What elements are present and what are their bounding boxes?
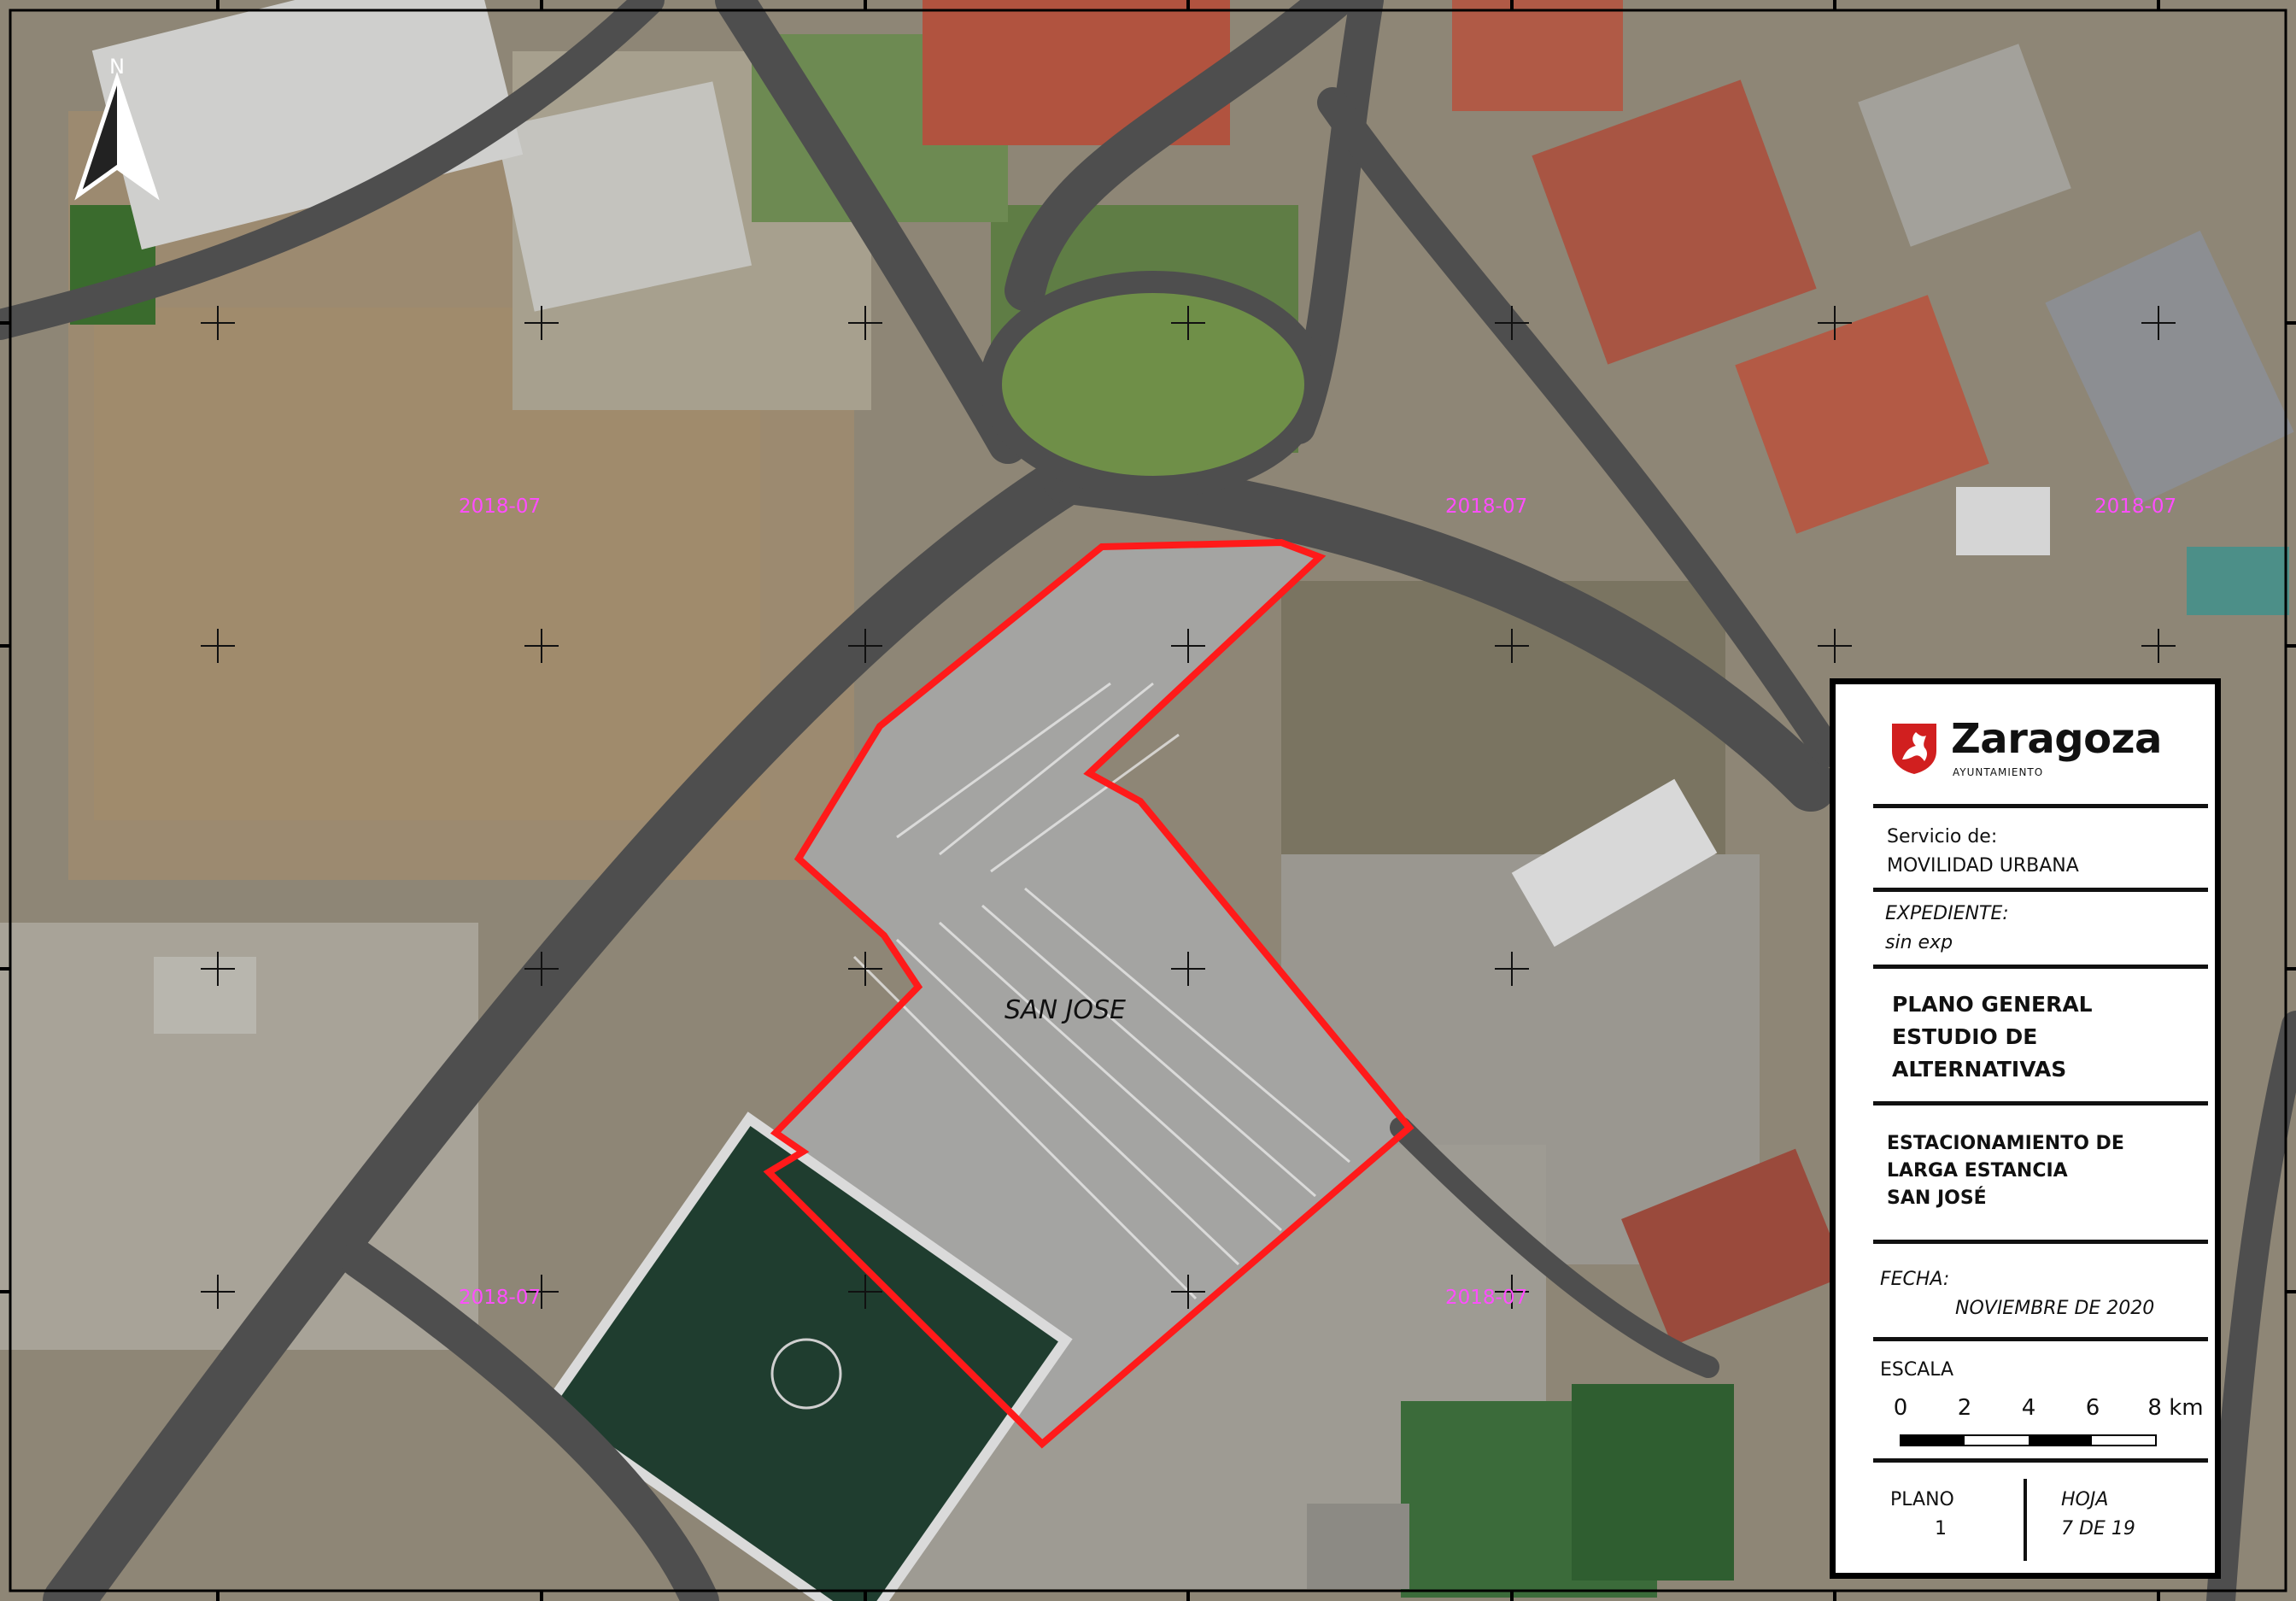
expediente-label: EXPEDIENTE: — [1885, 903, 2009, 924]
building-ne-1 — [1452, 0, 1623, 111]
plano-value: 1 — [1935, 1518, 1947, 1539]
escala-label: ESCALA — [1880, 1359, 1954, 1381]
north-arrow-icon: N — [74, 55, 160, 201]
title-block: Zaragoza AYUNTAMIENTO Servicio de: MOVIL… — [1830, 678, 2221, 1579]
crop-field-2 — [1572, 1384, 1734, 1580]
north-letter: N — [109, 55, 125, 79]
separator — [1873, 888, 2208, 892]
map-frame — [9, 9, 2287, 1592]
fecha-value: NOVIEMBRE DE 2020 — [1955, 1298, 2155, 1319]
building-ne-4 — [1858, 44, 2071, 247]
grid-crosses — [201, 306, 2176, 1309]
subject-line: LARGA ESTANCIA — [1887, 1160, 2068, 1182]
subject-line: ESTACIONAMIENTO DE — [1887, 1133, 2124, 1154]
building-e-teal — [2187, 547, 2289, 615]
hoja-value: 7 DE 19 — [2061, 1518, 2135, 1539]
building-ne-3 — [1735, 295, 1989, 534]
small-building-s — [1307, 1504, 1409, 1589]
plano-label: PLANO — [1890, 1489, 1954, 1510]
sports-courts — [495, 81, 753, 312]
scale-tick-label: 0 — [1893, 1395, 1908, 1421]
logo-wordmark: Zaragoza — [1951, 715, 2162, 763]
parking-stall-lines — [852, 682, 1350, 1300]
scale-bar — [1900, 1434, 2157, 1446]
scale-tick-label: 6 — [2085, 1395, 2100, 1421]
separator — [1873, 1458, 2208, 1463]
plan-title-line: ESTUDIO DE — [1892, 1024, 2038, 1049]
building-e-white — [1956, 487, 2050, 555]
scale-tick-label: 8 km — [2147, 1395, 2204, 1421]
scale-tick-label: 2 — [1957, 1395, 1972, 1421]
service-station — [1511, 778, 1718, 947]
scale-tick-label: 4 — [2021, 1395, 2036, 1421]
place-label-san-jose: SAN JOSE — [1004, 995, 1126, 1025]
plan-title-line: PLANO GENERAL — [1892, 992, 2093, 1017]
plan-title-line: ALTERNATIVAS — [1892, 1057, 2067, 1082]
parking-lot-surface — [769, 542, 1409, 1444]
imagery-date-stamp: 2018-07 — [2094, 496, 2176, 518]
imagery-date-stamp: 2018-07 — [1445, 496, 1527, 518]
separator — [1873, 1337, 2208, 1341]
football-pitch — [540, 1111, 1073, 1601]
separator — [1873, 804, 2208, 808]
separator — [1873, 1240, 2208, 1244]
imagery-date-stamp: 2018-07 — [459, 1287, 541, 1309]
expediente-value: sin exp — [1885, 932, 1953, 953]
imagery-date-stamp: 2018-07 — [459, 496, 541, 518]
building-se — [1621, 1148, 1847, 1346]
logo-subtitle: AYUNTAMIENTO — [1953, 766, 2044, 778]
study-boundary[interactable] — [763, 538, 1414, 1449]
subject-line: SAN JOSÉ — [1887, 1188, 1987, 1209]
imagery-date-stamp: 2018-07 — [1445, 1287, 1527, 1309]
roundabout-green — [980, 271, 1327, 498]
hoja-label: HOJA — [2061, 1489, 2109, 1510]
service-value: MOVILIDAD URBANA — [1887, 855, 2079, 877]
warehouse-ne — [2045, 230, 2294, 505]
zaragoza-lion-shield-icon — [1892, 724, 1936, 774]
block-divider — [2024, 1479, 2027, 1561]
separator — [1873, 965, 2208, 969]
fecha-label: FECHA: — [1880, 1269, 1950, 1290]
service-label: Servicio de: — [1887, 826, 1998, 847]
pitch-centre-circle — [770, 1338, 842, 1410]
building-ne-2 — [1532, 79, 1817, 365]
separator — [1873, 1101, 2208, 1105]
